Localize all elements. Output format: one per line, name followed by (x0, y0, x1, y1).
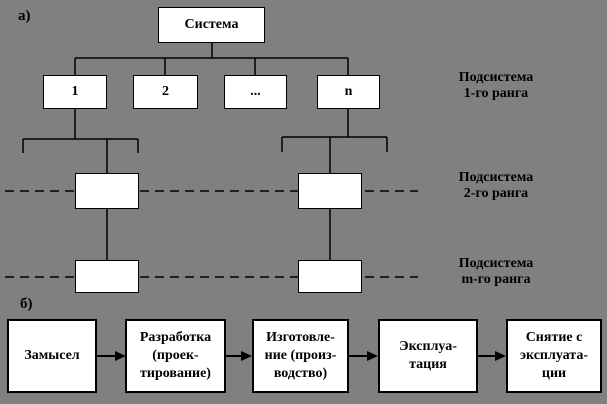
rank1-connectors (74, 43, 349, 76)
lifecycle-stage-concept: Замысел (7, 319, 97, 393)
stage-line: эксплуата- (519, 348, 589, 363)
stage-line: (проек- (152, 348, 199, 363)
lifecycle-stage-manufacturing: Изготовле- ние (произ- водство) (252, 319, 349, 393)
stage-line: Снятие с (525, 330, 583, 345)
rank3-side-label-line2: m-го ранга (461, 272, 531, 287)
rank2-box-left (75, 173, 139, 209)
arrow-right-icon (478, 351, 506, 361)
rank2-left-bracket (22, 109, 139, 174)
lifecycle-stage-operation: Эксплуа- тация (378, 319, 478, 393)
rank2-side-label: Подсистема 2-го ранга (440, 170, 552, 202)
section-a-label: а) (18, 8, 31, 24)
rank3-side-label-line1: Подсистема (458, 256, 534, 271)
arrow-right-icon (226, 351, 252, 361)
arrow-right-icon (349, 351, 378, 361)
stage-line: тирование) (140, 366, 211, 381)
stage-line: Замысел (24, 348, 80, 363)
rank3-side-label: Подсистема m-го ранга (440, 256, 552, 288)
rank2-right-bracket (281, 109, 388, 174)
stage-line: Эксплуа- (399, 339, 457, 354)
rank1-box-1: 1 (43, 75, 107, 109)
rank2-box-right (298, 173, 362, 209)
rank1-side-label-line1: Подсистема (458, 70, 534, 85)
section-b-label: б) (20, 296, 33, 312)
rank2-side-label-line1: Подсистема (458, 170, 534, 185)
stage-line: водство) (273, 366, 328, 381)
arrow-right-icon (97, 351, 126, 361)
rank3-box-right (298, 260, 362, 293)
rank1-side-label-line2: 1-го ранга (463, 86, 529, 101)
stage-line: ние (произ- (264, 348, 337, 363)
rank2-side-label-line2: 2-го ранга (463, 186, 529, 201)
stage-line: тация (409, 357, 447, 372)
rank1-box-n: n (317, 75, 380, 109)
lifecycle-stage-development: Разработка (проек- тирование) (125, 319, 226, 393)
rank1-box-2: 2 (133, 75, 198, 109)
stage-line: Изготовле- (266, 330, 335, 345)
stage-line: ции (541, 366, 567, 381)
rank1-side-label: Подсистема 1-го ранга (440, 70, 552, 102)
rank3-connectors (106, 209, 331, 260)
system-root-box: Система (158, 7, 265, 43)
rank1-box-ellipsis: ... (224, 75, 287, 109)
flow-arrows (97, 351, 506, 361)
rank3-box-left (75, 260, 139, 293)
lifecycle-stage-decommissioning: Снятие с эксплуата- ции (506, 319, 602, 393)
stage-line: Разработка (139, 330, 212, 345)
